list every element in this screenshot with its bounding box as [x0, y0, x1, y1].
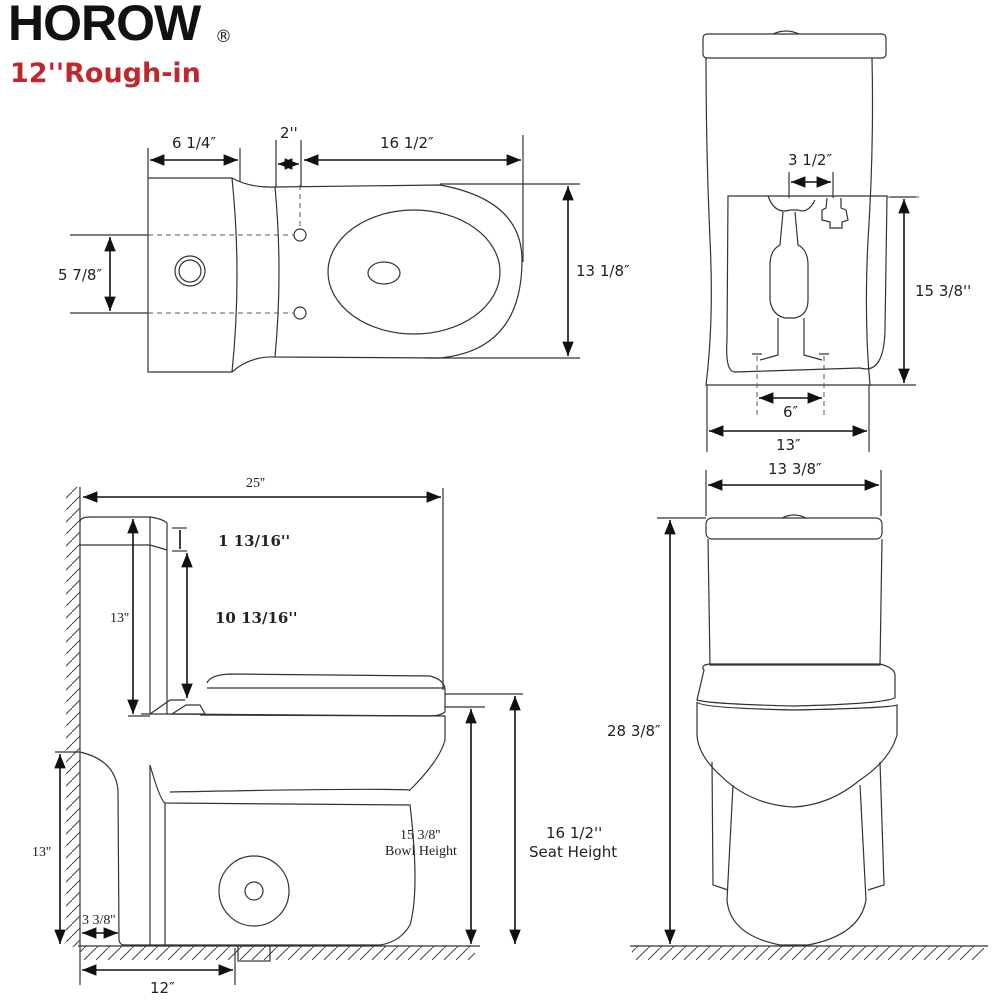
top-bolt-spacing-label: 5 7/8″ [58, 266, 102, 284]
front-total-width-label: 13 3/8″ [768, 460, 822, 478]
front-total-height-label: 28 3/8″ [607, 722, 661, 740]
side-total-length-label: 25'' [246, 476, 265, 491]
brand-logo: HOROW [8, 0, 201, 51]
top-view: 6 1/4″ 2'' 16 1/2″ 5 7/8″ 13 1/8″ [58, 124, 630, 373]
side-seat-height-value: 16 1/2'' [546, 824, 602, 842]
side-seat-height-label: Seat Height [529, 843, 617, 861]
top-tank-depth-label: 6 1/4″ [172, 134, 216, 152]
bottom-inlet-offset-label: 3 1/2″ [788, 151, 832, 169]
top-bolt-offset-label: 2'' [280, 124, 298, 142]
registered-mark: ® [215, 27, 232, 47]
front-view: 13 3/8″ 28 3/8″ [607, 460, 988, 960]
side-tank-height-label: 13'' [110, 611, 129, 626]
top-bowl-width-label: 13 1/8″ [576, 262, 630, 280]
side-view: 25'' 1 13/16'' 10 13/16'' 13'' 13'' 3 3/… [32, 476, 617, 997]
side-bowl-height-value: 15 3/8'' [400, 828, 440, 843]
side-wall-gap-label: 3 3/8'' [82, 913, 115, 928]
bottom-base-width-label: 13″ [776, 436, 801, 454]
side-tank-to-seat-label: 10 13/16'' [215, 609, 298, 627]
bottom-view: 3 1/2″ 15 3/8'' 6″ 13″ [702, 30, 971, 454]
side-bowl-height-label: Bowl Height [385, 844, 457, 859]
side-rough-in-label: 12″ [150, 979, 175, 997]
side-wall-height-label: 13'' [32, 845, 51, 860]
rough-in-subtitle: 12''Rough-in [10, 58, 201, 89]
bottom-bolt-spacing-label: 6″ [783, 403, 799, 421]
side-lid-thickness-label: 1 13/16'' [218, 532, 290, 550]
bottom-outlet-depth-label: 15 3/8'' [915, 282, 971, 300]
top-bowl-length-label: 16 1/2″ [380, 134, 434, 152]
